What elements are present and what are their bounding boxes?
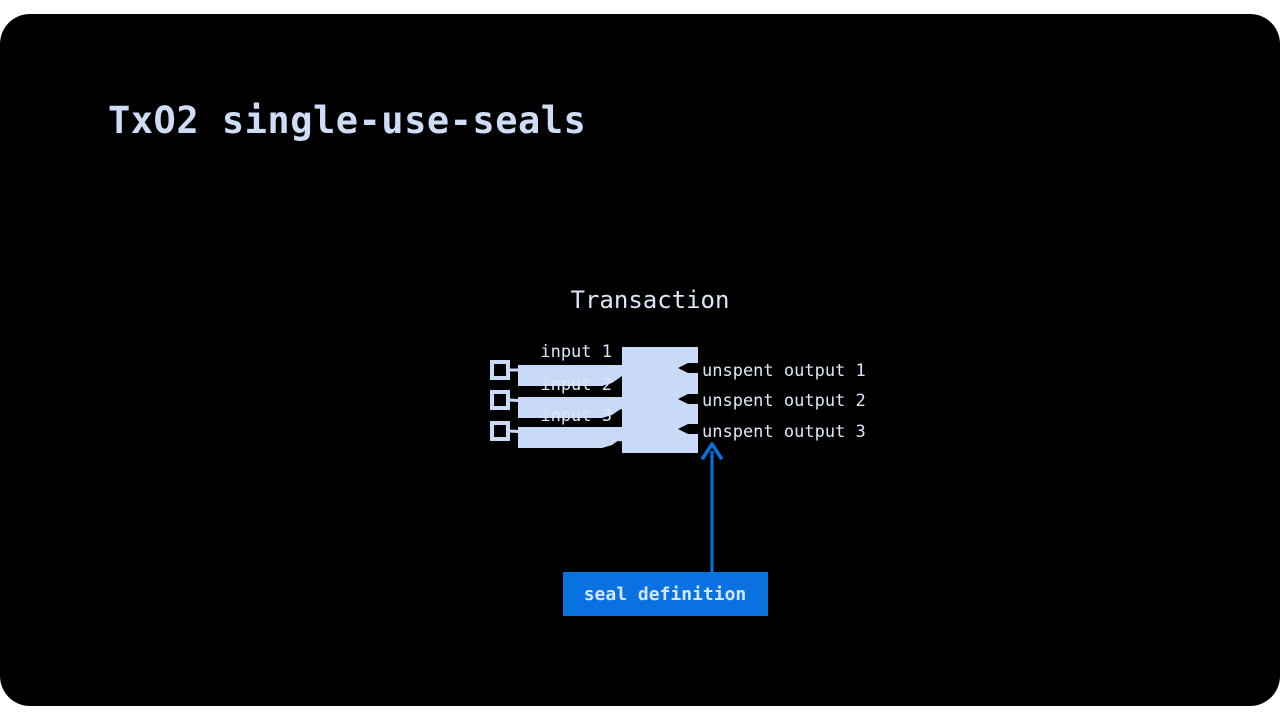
- input-label-1: input 1: [540, 342, 612, 362]
- slide-title: TxO2 single-use-seals: [108, 99, 587, 142]
- input-port-1: [490, 360, 510, 380]
- input-label-3: input 3: [540, 406, 612, 426]
- seal-definition-box: [563, 572, 768, 616]
- seal-definition-label: seal definition: [584, 584, 747, 605]
- input-connector-2: [509, 398, 623, 410]
- output-label-3: unspent output 3: [702, 422, 866, 442]
- input-label-2: input 2: [540, 375, 612, 395]
- transaction-box: [622, 347, 698, 453]
- transaction-header: Transaction: [571, 286, 730, 314]
- input-port-3: [490, 421, 510, 441]
- slide: TxO2 single-use-seals Transaction input …: [0, 14, 1280, 706]
- transaction-diagram: Transaction input 1 input 2 input 3 unsp…: [490, 286, 866, 616]
- input-connector-3: [509, 429, 623, 442]
- output-label-1: unspent output 1: [702, 361, 866, 381]
- seal-arrow-head: [701, 442, 723, 460]
- input-port-2: [490, 390, 510, 410]
- output-label-2: unspent output 2: [702, 391, 866, 411]
